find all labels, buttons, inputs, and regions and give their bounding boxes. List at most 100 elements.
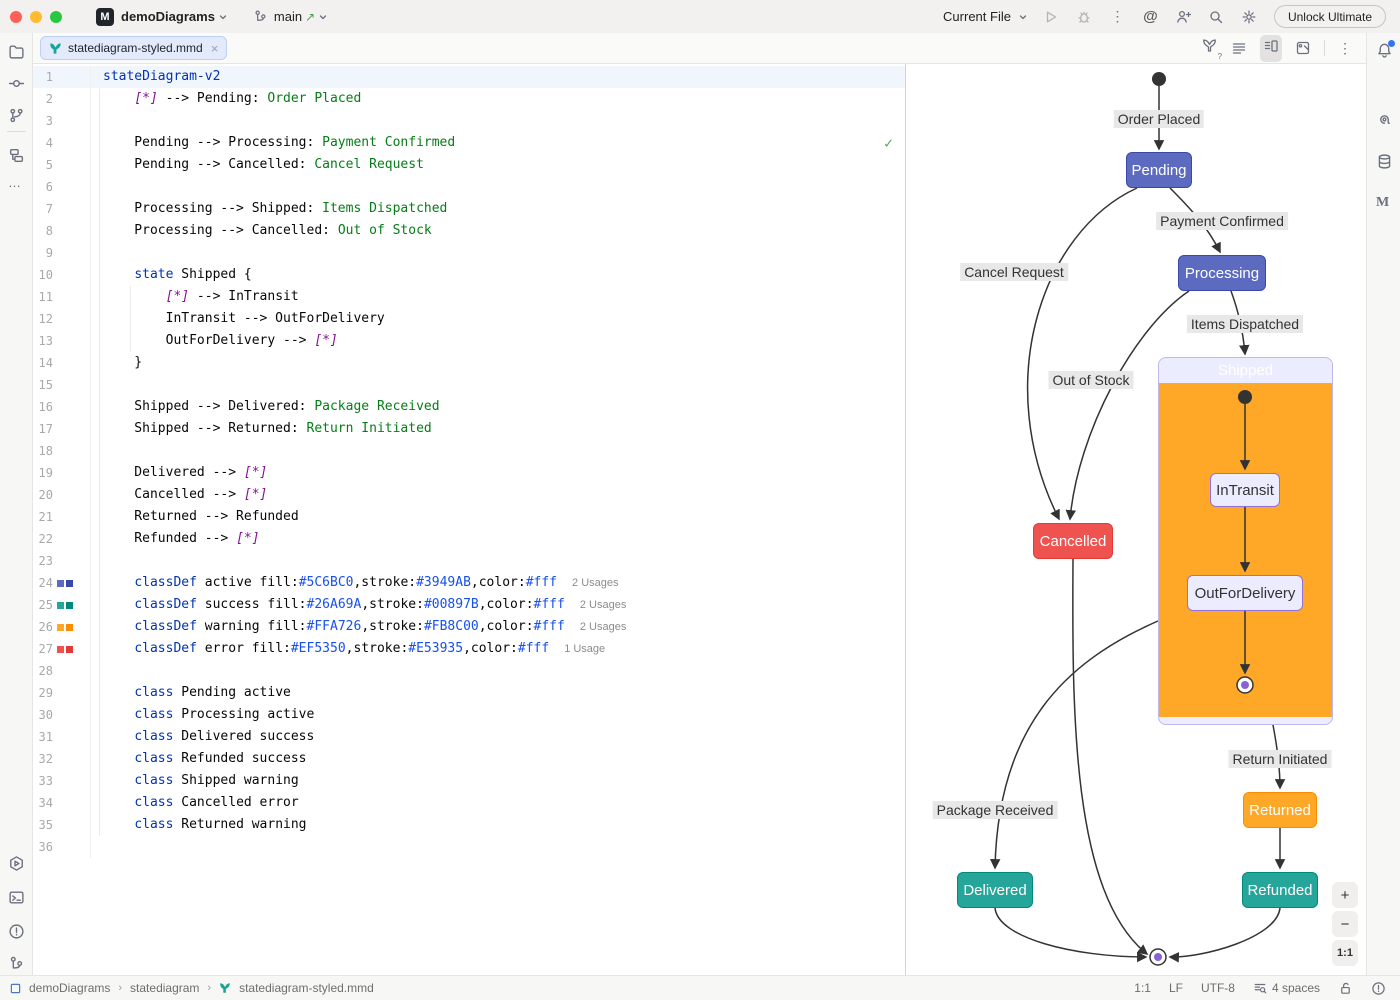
run-tool-window-icon[interactable]: [8, 855, 25, 872]
code-line-18[interactable]: 18: [33, 440, 905, 462]
line-number[interactable]: 2: [45, 92, 53, 106]
preview-only-view-icon[interactable]: [1295, 40, 1311, 56]
code-line-6[interactable]: 6: [33, 176, 905, 198]
code-line-3[interactable]: 3: [33, 110, 905, 132]
line-number[interactable]: 13: [38, 334, 53, 348]
code-text[interactable]: [90, 550, 905, 572]
code-text[interactable]: Delivered --> [*]: [90, 462, 905, 484]
code-text[interactable]: }: [90, 352, 905, 374]
color-swatch[interactable]: [57, 623, 64, 631]
ai-assistant-icon[interactable]: @: [1143, 8, 1158, 25]
line-number[interactable]: 29: [38, 686, 53, 700]
code-line-9[interactable]: 9: [33, 242, 905, 264]
line-number[interactable]: 17: [38, 422, 53, 436]
debug-button[interactable]: [1076, 8, 1093, 25]
line-number[interactable]: 7: [45, 202, 53, 216]
editor-only-view-icon[interactable]: [1231, 40, 1247, 56]
unlock-ultimate-button[interactable]: Unlock Ultimate: [1273, 5, 1386, 28]
minimize-window-button[interactable]: [30, 10, 42, 23]
code-text[interactable]: Processing --> Cancelled: Out of Stock: [90, 220, 905, 242]
code-line-8[interactable]: 8 Processing --> Cancelled: Out of Stock: [33, 220, 905, 242]
line-number[interactable]: 27: [38, 642, 53, 656]
line-number[interactable]: 12: [38, 312, 53, 326]
line-number[interactable]: 31: [38, 730, 53, 744]
line-number[interactable]: 15: [38, 378, 53, 392]
line-number[interactable]: 34: [38, 796, 53, 810]
code-line-33[interactable]: 33 class Shipped warning: [33, 770, 905, 792]
code-text[interactable]: state Shipped {: [90, 264, 905, 286]
code-line-29[interactable]: 29 class Pending active: [33, 682, 905, 704]
run-configuration-select[interactable]: Current File: [943, 9, 1027, 24]
branch-name[interactable]: main: [273, 9, 303, 24]
line-number[interactable]: 28: [38, 664, 53, 678]
code-text[interactable]: class Cancelled error: [90, 792, 905, 814]
code-text[interactable]: [90, 440, 905, 462]
line-number[interactable]: 6: [45, 180, 53, 194]
line-number[interactable]: 11: [38, 290, 53, 304]
color-swatch[interactable]: [66, 645, 73, 653]
code-line-10[interactable]: 10 state Shipped {: [33, 264, 905, 286]
line-ending-select[interactable]: LF: [1168, 981, 1183, 995]
usages-inlay-hint[interactable]: 2 Usages: [572, 577, 619, 589]
code-text[interactable]: Processing --> Shipped: Items Dispatched: [90, 198, 905, 220]
maximize-window-button[interactable]: [50, 10, 62, 23]
line-number[interactable]: 25: [38, 598, 53, 612]
line-number[interactable]: 5: [45, 158, 53, 172]
color-swatch[interactable]: [66, 601, 73, 609]
color-swatch[interactable]: [57, 579, 64, 587]
close-tab-icon[interactable]: ×: [210, 40, 219, 56]
code-line-26[interactable]: 26 classDef warning fill:#FFA726,stroke:…: [33, 616, 905, 638]
caret-position[interactable]: 1:1: [1134, 981, 1151, 995]
actual-size-button[interactable]: 1:1: [1332, 940, 1358, 966]
code-text[interactable]: Cancelled --> [*]: [90, 484, 905, 506]
code-text[interactable]: [90, 176, 905, 198]
line-number[interactable]: 22: [38, 532, 53, 546]
breadcrumb-project[interactable]: demoDiagrams: [29, 981, 111, 995]
code-line-32[interactable]: 32 class Refunded success: [33, 748, 905, 770]
line-number[interactable]: 9: [45, 246, 53, 260]
code-text[interactable]: Pending --> Processing: Payment Confirme…: [90, 132, 905, 154]
code-text[interactable]: [90, 836, 905, 858]
editor-options-menu[interactable]: ⋮: [1338, 39, 1352, 56]
code-line-24[interactable]: 24 classDef active fill:#5C6BC0,stroke:#…: [33, 572, 905, 594]
line-number[interactable]: 4: [45, 136, 53, 150]
line-number[interactable]: 8: [45, 224, 53, 238]
code-line-16[interactable]: 16 Shipped --> Delivered: Package Receiv…: [33, 396, 905, 418]
line-number[interactable]: 18: [38, 444, 53, 458]
ai-assistant-tool-icon[interactable]: [1376, 111, 1393, 128]
code-line-23[interactable]: 23: [33, 550, 905, 572]
zoom-out-button[interactable]: −: [1332, 911, 1358, 937]
database-tool-icon[interactable]: [1376, 153, 1393, 170]
line-number[interactable]: 16: [38, 400, 53, 414]
gutter-color-swatches[interactable]: [53, 594, 87, 616]
code-text[interactable]: Refunded --> [*]: [90, 528, 905, 550]
code-line-4[interactable]: 4 Pending --> Processing: Payment Confir…: [33, 132, 905, 154]
tab-statediagram-styled[interactable]: statediagram-styled.mmd ×: [40, 36, 228, 60]
code-line-17[interactable]: 17 Shipped --> Returned: Return Initiate…: [33, 418, 905, 440]
color-swatch[interactable]: [57, 645, 64, 653]
line-number[interactable]: 1: [45, 70, 53, 84]
code-line-30[interactable]: 30 class Processing active: [33, 704, 905, 726]
code-text[interactable]: class Shipped warning: [90, 770, 905, 792]
code-line-36[interactable]: 36: [33, 836, 905, 858]
markdown-tool-icon[interactable]: M: [1376, 195, 1390, 210]
code-text[interactable]: Shipped --> Delivered: Package Received: [90, 396, 905, 418]
code-line-22[interactable]: 22 Refunded --> [*]: [33, 528, 905, 550]
code-text[interactable]: Shipped --> Returned: Return Initiated: [90, 418, 905, 440]
line-number[interactable]: 14: [38, 356, 53, 370]
code-text[interactable]: [*] --> InTransit: [90, 286, 905, 308]
gutter-color-swatches[interactable]: [53, 616, 87, 638]
usages-inlay-hint[interactable]: 2 Usages: [579, 621, 627, 633]
error-highlight-icon[interactable]: [1371, 981, 1386, 996]
line-number[interactable]: 26: [38, 620, 53, 634]
code-line-13[interactable]: 13 OutForDelivery --> [*]: [33, 330, 905, 352]
project-folder-icon[interactable]: [8, 43, 25, 60]
code-text[interactable]: classDef warning fill:#FFA726,stroke:#FB…: [90, 616, 905, 638]
split-editor-preview-icon[interactable]: [1260, 34, 1282, 62]
git-tool-window-icon[interactable]: [8, 955, 25, 972]
code-line-11[interactable]: 11 [*] --> InTransit: [33, 286, 905, 308]
code-text[interactable]: stateDiagram-v2: [90, 66, 905, 88]
usages-inlay-hint[interactable]: 1 Usage: [564, 643, 606, 655]
indent-select[interactable]: 4 spaces: [1253, 981, 1320, 995]
